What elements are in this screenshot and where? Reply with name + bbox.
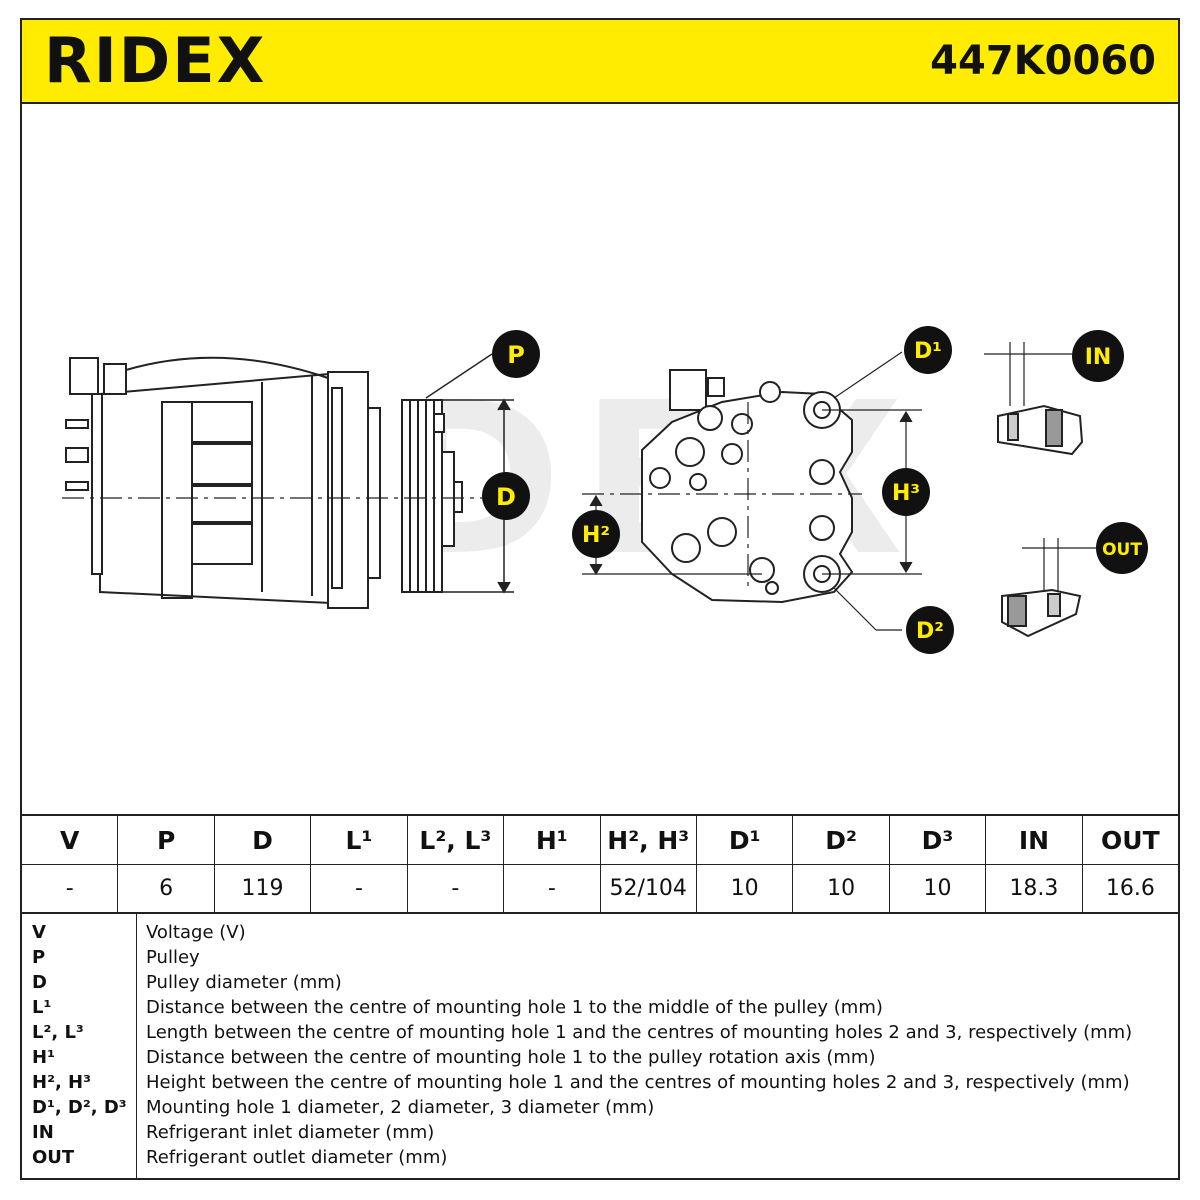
svg-text:D¹: D¹ [914,339,942,364]
legend-key: IN [32,1122,54,1143]
legend-key: H¹ [32,1047,55,1068]
spec-value-h1: - [504,864,601,912]
legend-divider [136,914,137,1178]
svg-text:H²: H² [582,523,610,548]
svg-text:D: D [496,483,516,511]
spec-header-row: V P D L¹ L², L³ H¹ H², H³ D¹ D² D³ IN OU… [22,816,1178,865]
legend-key: L², L³ [32,1022,84,1043]
svg-text:IN: IN [1085,345,1112,370]
svg-text:OUT: OUT [1102,540,1142,560]
spec-header-d: D [215,816,312,864]
compressor-front-view [641,369,854,604]
legend-row: H¹ Distance between the centre of mounti… [22,1045,1178,1070]
legend-table: V Voltage (V) P Pulley D Pulley diameter… [22,914,1178,1178]
datasheet-frame: RIDEX 447K0060 RIDEX [20,18,1180,1180]
legend-desc: Pulley [146,947,200,968]
spec-value-l2-l3: - [408,864,505,912]
legend-key: OUT [32,1147,75,1168]
spec-table: V P D L¹ L², L³ H¹ H², H³ D¹ D² D³ IN OU… [22,814,1178,914]
spec-header-l2-l3: L², L³ [408,816,505,864]
spec-value-d3: 10 [890,864,987,912]
legend-row: V Voltage (V) [22,920,1178,945]
spec-value-v: - [22,864,119,912]
legend-row: L², L³ Length between the centre of moun… [22,1020,1178,1045]
legend-desc: Voltage (V) [146,922,246,943]
spec-header-h2-h3: H², H³ [601,816,697,864]
spec-value-out: 16.6 [1105,875,1155,901]
callout-d2: D² [906,606,954,654]
spec-value-d: 119 [215,864,312,912]
spec-header-d2: D² [793,816,890,864]
legend-desc: Refrigerant inlet diameter (mm) [146,1122,435,1143]
legend-desc: Pulley diameter (mm) [146,972,342,993]
legend-key: L¹ [32,997,52,1018]
legend-key: D¹, D², D³ [32,1097,127,1118]
legend-desc: Refrigerant outlet diameter (mm) [146,1147,448,1168]
header-bar: RIDEX 447K0060 [22,20,1178,104]
spec-header-v: V [22,816,119,864]
legend-key: D [32,972,47,993]
callout-d: D [482,472,530,520]
callout-h2: H² [572,510,620,558]
inlet-fitting [984,342,1084,456]
callout-h3: H³ [882,468,930,516]
callout-p: P [492,330,540,378]
legend-row: D Pulley diameter (mm) [22,970,1178,995]
leader-p [425,353,493,399]
legend-desc: Distance between the centre of mounting … [146,997,883,1018]
legend-row: OUT Refrigerant outlet diameter (mm) [22,1145,1178,1170]
spec-header-out: OUT [1101,825,1160,855]
spec-value-row: - 6 119 - - - 52/104 10 10 10 18.3 16.6 [22,864,1178,912]
compressor-side-view [62,356,492,609]
legend-key: P [32,947,46,968]
spec-header-d1: D¹ [697,816,794,864]
spec-header-d3: D³ [890,816,987,864]
callout-d1: D¹ [904,326,952,374]
spec-value-d1: 10 [697,864,794,912]
legend-desc: Mounting hole 1 diameter, 2 diameter, 3 … [146,1097,655,1118]
svg-text:H³: H³ [892,481,920,506]
legend-key: H², H³ [32,1072,92,1093]
spec-value-d2: 10 [793,864,890,912]
spec-value-p: 6 [118,864,215,912]
legend-row: L¹ Distance between the centre of mounti… [22,995,1178,1020]
spec-header-l1: L¹ [311,816,408,864]
spec-header-in: IN [986,816,1083,864]
spec-value-l1: - [311,864,408,912]
callout-out: OUT [1096,522,1148,574]
legend-row: H², H³ Height between the centre of moun… [22,1070,1178,1095]
legend-row: P Pulley [22,945,1178,970]
spec-value-h2-h3: 52/104 [601,864,697,912]
legend-desc: Height between the centre of mounting ho… [146,1072,1130,1093]
svg-text:D²: D² [916,619,944,644]
legend-desc: Distance between the centre of mounting … [146,1047,876,1068]
outlet-fitting [1001,538,1096,638]
legend-row: D¹, D², D³ Mounting hole 1 diameter, 2 d… [22,1095,1178,1120]
brand-logo: RIDEX [44,24,267,97]
part-number: 447K0060 [930,38,1156,84]
legend-desc: Length between the centre of mounting ho… [146,1022,1133,1043]
spec-header-p: P [118,816,215,864]
svg-text:P: P [507,341,525,369]
callout-in: IN [1072,330,1124,382]
compressor-drawing-svg: RIDEX [62,326,1148,654]
spec-value-in: 18.3 [986,864,1083,912]
technical-drawing: RIDEX [22,102,1178,814]
spec-header-h1: H¹ [504,816,601,864]
legend-key: V [32,922,46,943]
legend-row: IN Refrigerant inlet diameter (mm) [22,1120,1178,1145]
